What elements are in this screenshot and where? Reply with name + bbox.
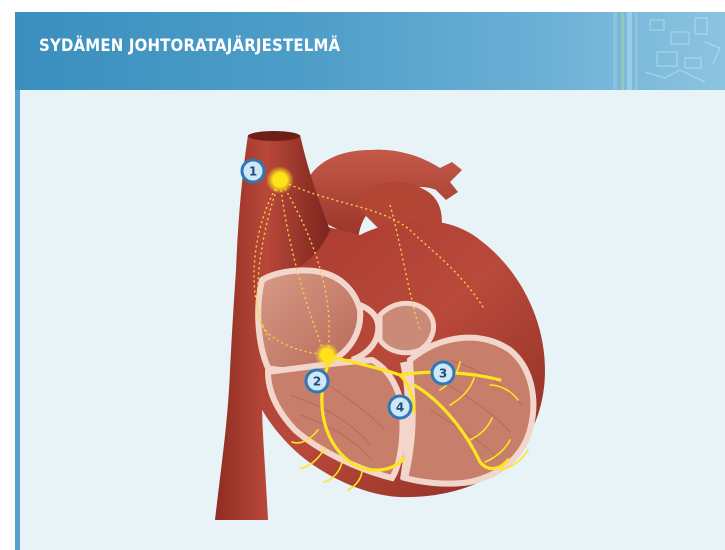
marker-2-label: 2 xyxy=(313,375,321,389)
marker-1-label: 1 xyxy=(249,165,257,179)
marker-3: 3 xyxy=(432,362,454,384)
left-ventricle-chamber xyxy=(405,338,533,484)
marker-4: 4 xyxy=(389,396,411,418)
vena-cava-top-opening xyxy=(248,131,300,141)
marker-4-label: 4 xyxy=(396,401,404,415)
marker-1: 1 xyxy=(242,160,264,182)
marker-3-label: 3 xyxy=(439,367,447,381)
sinoatrial-node-core xyxy=(273,173,287,187)
atrioventricular-node-core xyxy=(322,350,332,360)
marker-2: 2 xyxy=(306,370,328,392)
right-atrium-chamber xyxy=(258,270,360,370)
left-atrium-chamber xyxy=(380,303,434,352)
